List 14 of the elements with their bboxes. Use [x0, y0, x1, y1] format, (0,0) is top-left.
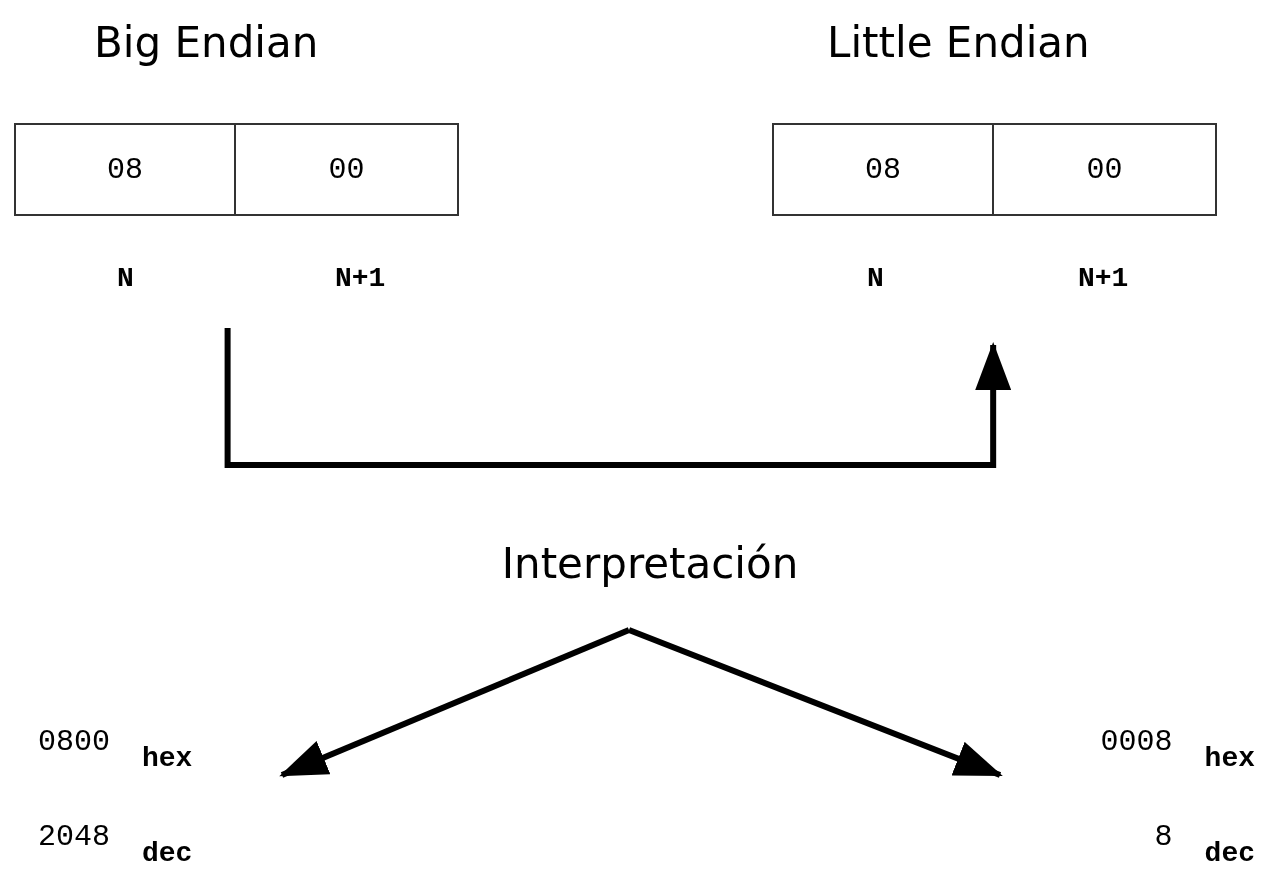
memory-cell: 08 [772, 123, 994, 216]
address-label: N [117, 263, 134, 294]
heading: Big Endian [94, 18, 319, 68]
memory-cell: 00 [992, 123, 1217, 216]
heading: Little Endian [827, 18, 1090, 68]
address-label: N+1 [335, 263, 386, 294]
caption-text: Interpretación [440, 535, 860, 630]
arrow [627, 627, 1003, 778]
address-label: N+1 [1078, 263, 1129, 294]
memory-cell: 00 [234, 123, 459, 216]
arrow [224, 328, 1012, 468]
address-label: N [867, 263, 884, 294]
arrow [279, 627, 631, 778]
memory-cell: 08 [14, 123, 236, 216]
